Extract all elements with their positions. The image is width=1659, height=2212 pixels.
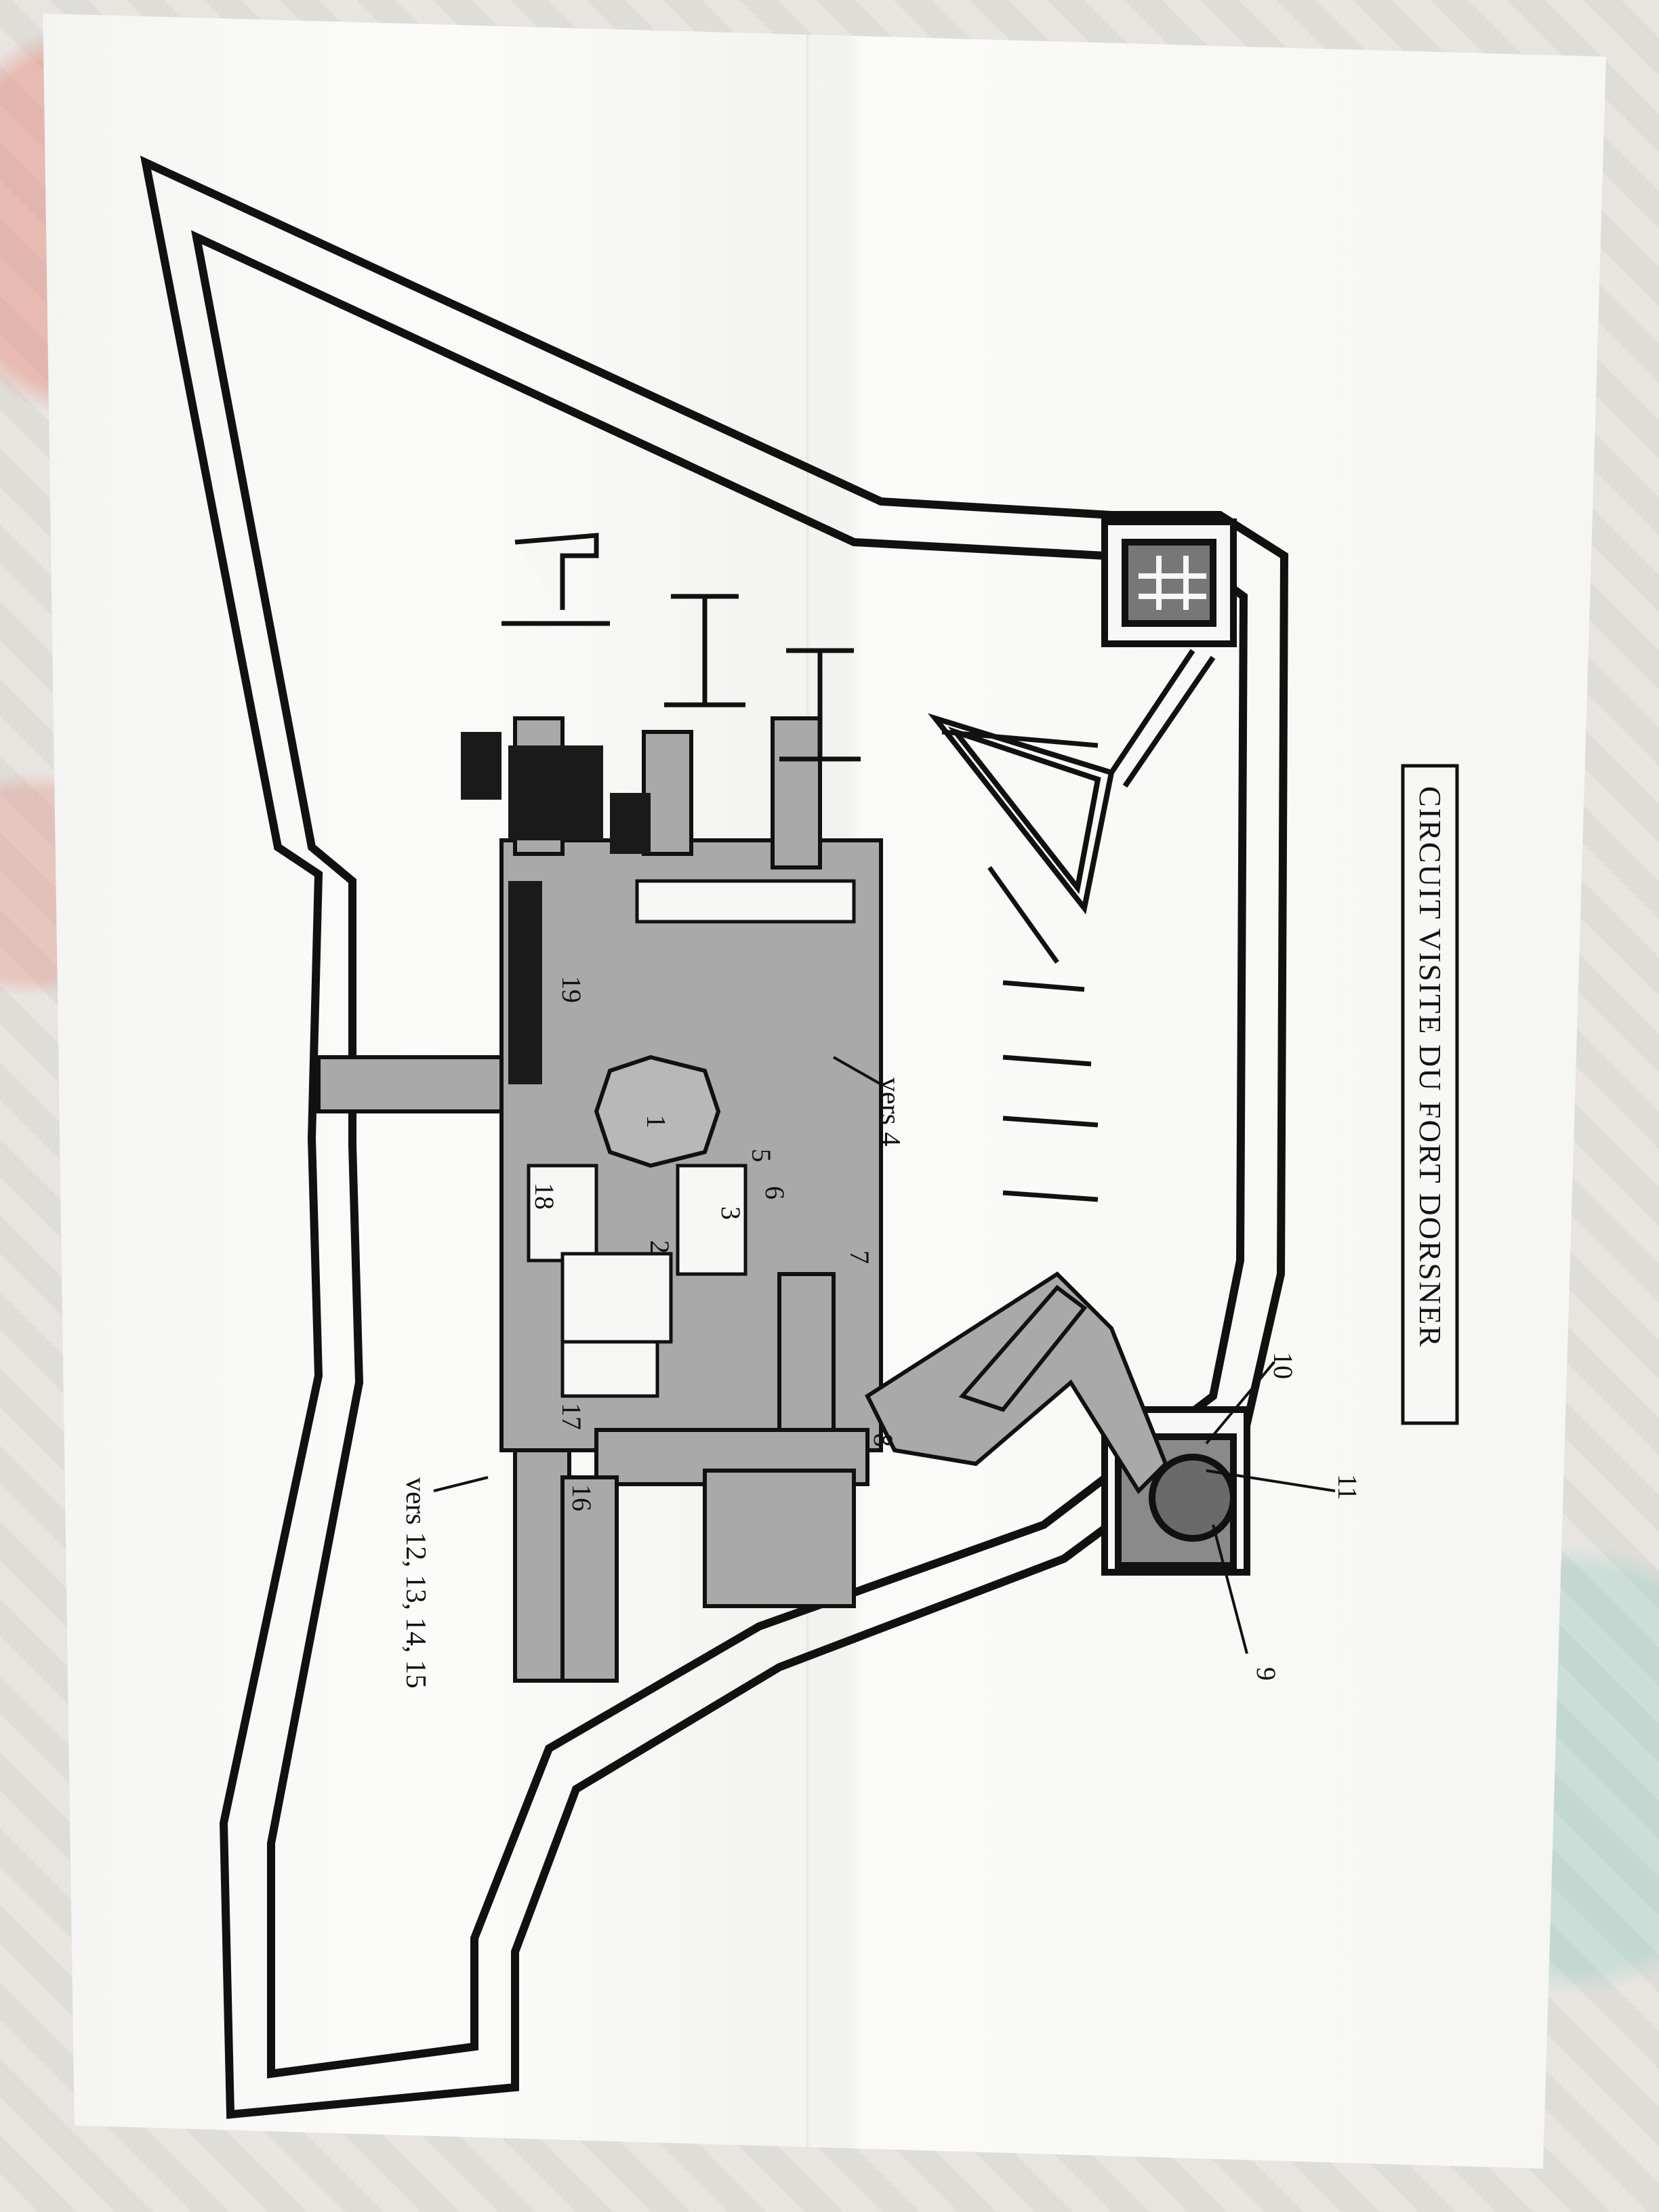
- marker-16: 16: [567, 1484, 597, 1511]
- marker-5: 5: [746, 1149, 777, 1162]
- marker-7: 7: [844, 1250, 875, 1264]
- marker-9: 9: [1251, 1667, 1282, 1681]
- map-markers: 1 2 3 5 6 7 8 9 10 11 16 17 18 19: [529, 976, 1363, 1681]
- marker-10: 10: [1268, 1352, 1298, 1379]
- marker-2: 2: [644, 1240, 675, 1254]
- triangle-gallery-south: [958, 1284, 1088, 1412]
- marker-6: 6: [760, 1186, 790, 1200]
- marker-17: 17: [556, 1403, 587, 1430]
- marker-8: 8: [868, 1433, 899, 1447]
- bastion-north: [1101, 518, 1237, 647]
- dark-blocks: [461, 732, 651, 1084]
- marker-19: 19: [556, 976, 587, 1003]
- marker-18: 18: [529, 1183, 560, 1210]
- rooms: [527, 879, 856, 1398]
- marker-11: 11: [1332, 1474, 1363, 1500]
- callout-vers-4: vers 4: [874, 1078, 905, 1146]
- title-box: CIRCUIT VISITE DU FORT DORSNER: [1401, 764, 1459, 1425]
- marker-3: 3: [716, 1206, 746, 1220]
- callout-vers-12-15: vers 12, 13, 14, 15: [400, 1477, 431, 1688]
- map-title: CIRCUIT VISITE DU FORT DORSNER: [1413, 786, 1448, 1348]
- callouts: vers 4 vers 12, 13, 14, 15: [400, 1056, 1336, 1688]
- marker-1: 1: [641, 1115, 672, 1128]
- triangle-gallery: [927, 649, 1216, 915]
- octagon-room: [594, 1054, 721, 1168]
